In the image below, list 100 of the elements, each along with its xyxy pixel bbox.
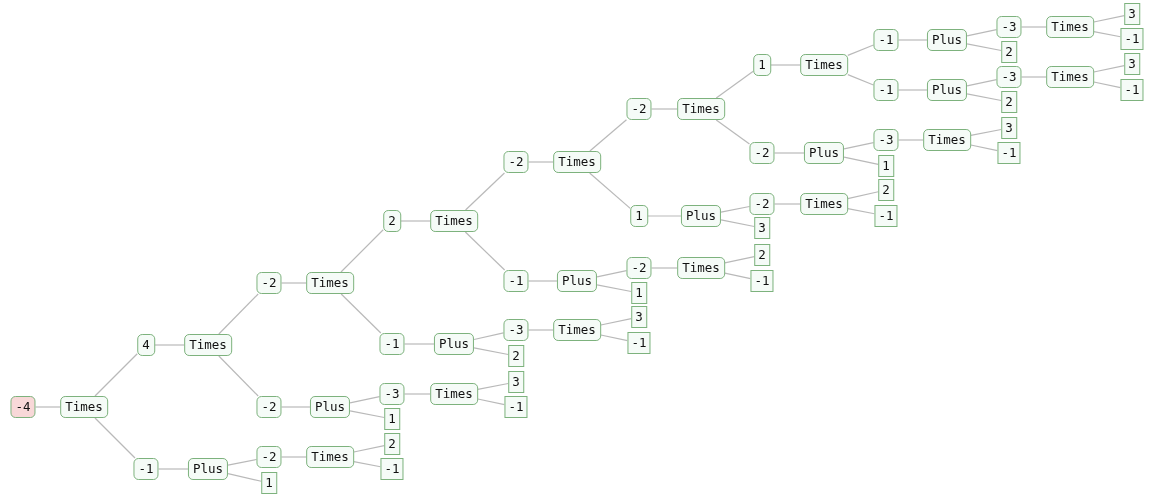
tree-edge [280, 406, 311, 408]
tree-node: -2 [503, 151, 529, 173]
tree-node: -1 [873, 29, 899, 51]
tree-edge [966, 43, 1002, 52]
tree-edge [464, 231, 506, 271]
tree-node: Times [923, 129, 971, 151]
tree-node: Plus [926, 29, 968, 51]
tree-node: Plus [803, 142, 845, 164]
tree-edge [720, 219, 755, 228]
leaf-node: 3 [508, 371, 524, 393]
tree-node: -2 [256, 396, 282, 418]
tree-edge [280, 456, 307, 458]
leaf-node: 1 [384, 408, 400, 430]
tree-edge [464, 172, 506, 211]
tree-edge [1093, 81, 1122, 89]
tree-edge [353, 461, 382, 468]
tree-node: -1 [873, 79, 899, 101]
tree-edge [473, 347, 509, 356]
tree-edge [897, 39, 928, 41]
tree-node: Plus [187, 458, 229, 480]
tree-edge [720, 205, 751, 213]
tree-node: Times [553, 151, 601, 173]
tree-edge [477, 398, 506, 406]
tree-node: Times [553, 319, 601, 341]
tree-edge [897, 139, 924, 141]
tree-edge [843, 142, 875, 150]
tree-node: -1 [133, 458, 159, 480]
leaf-node: -1 [874, 205, 898, 227]
tree-edge [847, 191, 879, 200]
tree-edge [34, 406, 61, 408]
tree-edge [773, 152, 805, 154]
leaf-node: 3 [1001, 117, 1017, 139]
leaf-node: 3 [754, 217, 770, 239]
tree-edge [847, 208, 876, 215]
tree-node: Plus [556, 270, 598, 292]
tree-node: -3 [873, 129, 899, 151]
leaf-node: 2 [754, 244, 770, 266]
tree-edge [770, 64, 801, 66]
tree-edge [527, 161, 554, 163]
tree-node: -2 [626, 98, 652, 120]
tree-edge [773, 203, 801, 205]
leaf-node: 1 [631, 282, 647, 304]
tree-node: 1 [630, 205, 648, 227]
tree-node: -3 [996, 66, 1022, 88]
tree-edge [647, 215, 682, 217]
leaf-node: -1 [997, 142, 1021, 164]
tree-node: Times [677, 98, 725, 120]
leaf-node: 2 [508, 345, 524, 367]
leaf-node: -1 [504, 396, 528, 418]
tree-edge [154, 344, 185, 346]
tree-edge [650, 267, 678, 269]
tree-edge [218, 293, 259, 335]
leaf-node: 3 [1124, 3, 1140, 25]
leaf-node: 1 [261, 472, 277, 494]
tree-edge [400, 220, 431, 222]
tree-edge [94, 353, 138, 397]
tree-node: Plus [433, 333, 475, 355]
leaf-node: -1 [1120, 28, 1144, 50]
tree-node: Plus [926, 79, 968, 101]
tree-edge [218, 355, 259, 397]
tree-edge [600, 318, 632, 326]
tree-edge [596, 270, 628, 278]
tree-node: 2 [383, 210, 401, 232]
leaf-node: 2 [384, 433, 400, 455]
tree-node: -1 [503, 270, 529, 292]
leaf-node: 2 [1001, 41, 1017, 63]
tree-node: -2 [256, 272, 282, 294]
tree-edge [403, 343, 435, 345]
tree-edge [589, 172, 631, 209]
tree-node: -2 [749, 142, 775, 164]
tree-node: Plus [680, 205, 722, 227]
tree-node: Times [306, 272, 354, 294]
tree-edge [94, 417, 136, 459]
tree-node: Times [677, 257, 725, 279]
leaf-node: -1 [750, 270, 774, 292]
tree-node: -3 [379, 383, 405, 405]
tree-edge [966, 93, 1002, 102]
tree-edge [715, 119, 751, 145]
tree-edge [724, 256, 755, 264]
tree-edge [724, 272, 752, 280]
tree-edge [843, 156, 879, 165]
tree-edge [897, 89, 928, 91]
tree-edge [340, 293, 382, 334]
tree-edge [1020, 26, 1047, 28]
tree-node: 4 [137, 334, 155, 356]
tree-node: -2 [256, 446, 282, 468]
tree-edge [600, 334, 629, 342]
tree-node: Times [306, 446, 354, 468]
tree-node: Times [1046, 66, 1094, 88]
root-node: -4 [10, 396, 36, 418]
tree-edge [349, 396, 381, 404]
leaf-node: 3 [631, 306, 647, 328]
tree-node: Times [800, 193, 848, 215]
leaf-node: 2 [1001, 91, 1017, 113]
tree-edge [227, 458, 258, 466]
tree-edge [403, 393, 431, 395]
tree-edge [340, 229, 384, 273]
tree-edge [966, 79, 998, 87]
tree-node: Times [430, 383, 478, 405]
leaf-node: -1 [380, 458, 404, 480]
